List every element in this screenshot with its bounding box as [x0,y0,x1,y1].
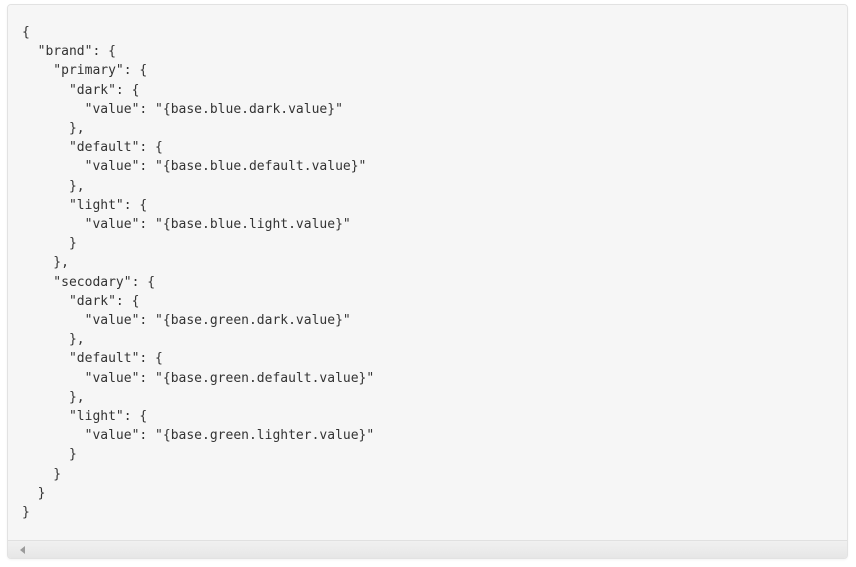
triangle-left-icon [20,545,25,554]
json-code-block[interactable]: { "brand": { "primary": { "dark": { "val… [22,25,375,521]
horizontal-scrollbar[interactable] [8,540,847,558]
json-code-viewer-panel: { "brand": { "primary": { "dark": { "val… [7,4,848,559]
scrollbar-left-button[interactable] [14,542,31,558]
scrollbar-track[interactable] [31,541,847,558]
code-scroll-area[interactable]: { "brand": { "primary": { "dark": { "val… [8,5,847,540]
